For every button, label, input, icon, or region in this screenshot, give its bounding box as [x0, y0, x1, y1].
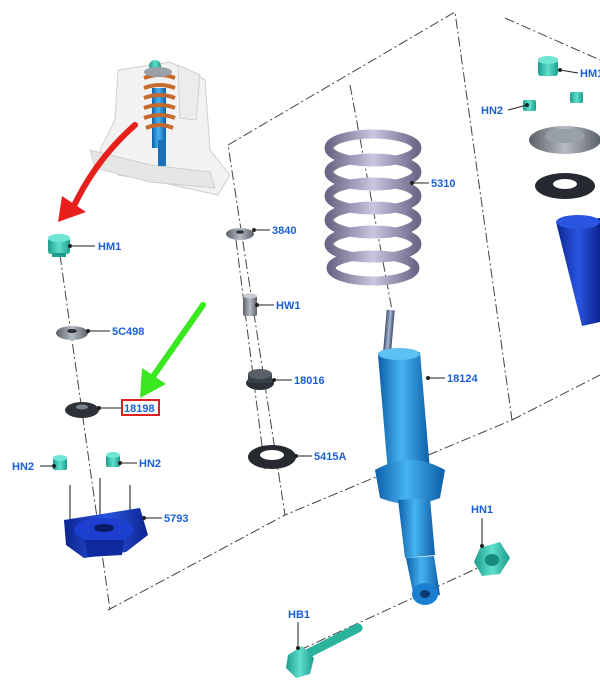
shock-absorber-18124 — [375, 309, 445, 605]
label-5310[interactable]: 5310 — [431, 178, 455, 190]
label-5793[interactable]: 5793 — [164, 513, 188, 525]
assembly-outline — [59, 11, 600, 651]
label-18016[interactable]: 18016 — [294, 375, 325, 387]
label-hn2-left[interactable]: HN2 — [12, 461, 34, 473]
washer-5c498 — [56, 326, 88, 340]
insulator-18016 — [246, 369, 274, 390]
nut-hm1 — [48, 234, 70, 257]
bushing-hw1 — [243, 293, 257, 316]
nut-hn2-right — [106, 452, 120, 467]
highlight-box — [121, 399, 160, 416]
callout-labels: HM1 5C498 18198 HN2 HN2 5793 3840 HW1 18… — [12, 68, 600, 621]
green-arrow — [140, 302, 206, 398]
label-hm1[interactable]: HM1 — [98, 241, 121, 253]
vehicle-thumbnail — [89, 60, 231, 196]
nut-hn1 — [474, 542, 510, 576]
label-hn2-right[interactable]: HN2 — [139, 458, 161, 470]
washer-3840 — [226, 228, 254, 240]
coil-spring-5310 — [324, 129, 422, 286]
label-18198[interactable]: 18198 — [124, 403, 155, 415]
upper-mount-5793 — [64, 478, 148, 558]
leader-lines — [40, 68, 579, 650]
label-hw1[interactable]: HW1 — [276, 300, 300, 312]
label-5415a[interactable]: 5415A — [314, 451, 346, 463]
label-hm1-top[interactable]: HM1 — [580, 68, 600, 80]
label-3840[interactable]: 3840 — [272, 225, 296, 237]
label-5c498[interactable]: 5C498 — [112, 326, 144, 338]
insulator-5415a — [248, 445, 296, 469]
label-hb1[interactable]: HB1 — [288, 609, 310, 621]
assembly-partial-right — [523, 56, 600, 326]
label-hn2-top[interactable]: HN2 — [481, 105, 503, 117]
label-hn1[interactable]: HN1 — [471, 504, 493, 516]
nut-hn2-left — [53, 455, 67, 470]
bolt-hb1 — [286, 623, 363, 678]
red-arrow — [58, 122, 138, 222]
insulator-18198 — [65, 402, 99, 418]
label-18124[interactable]: 18124 — [447, 373, 478, 385]
